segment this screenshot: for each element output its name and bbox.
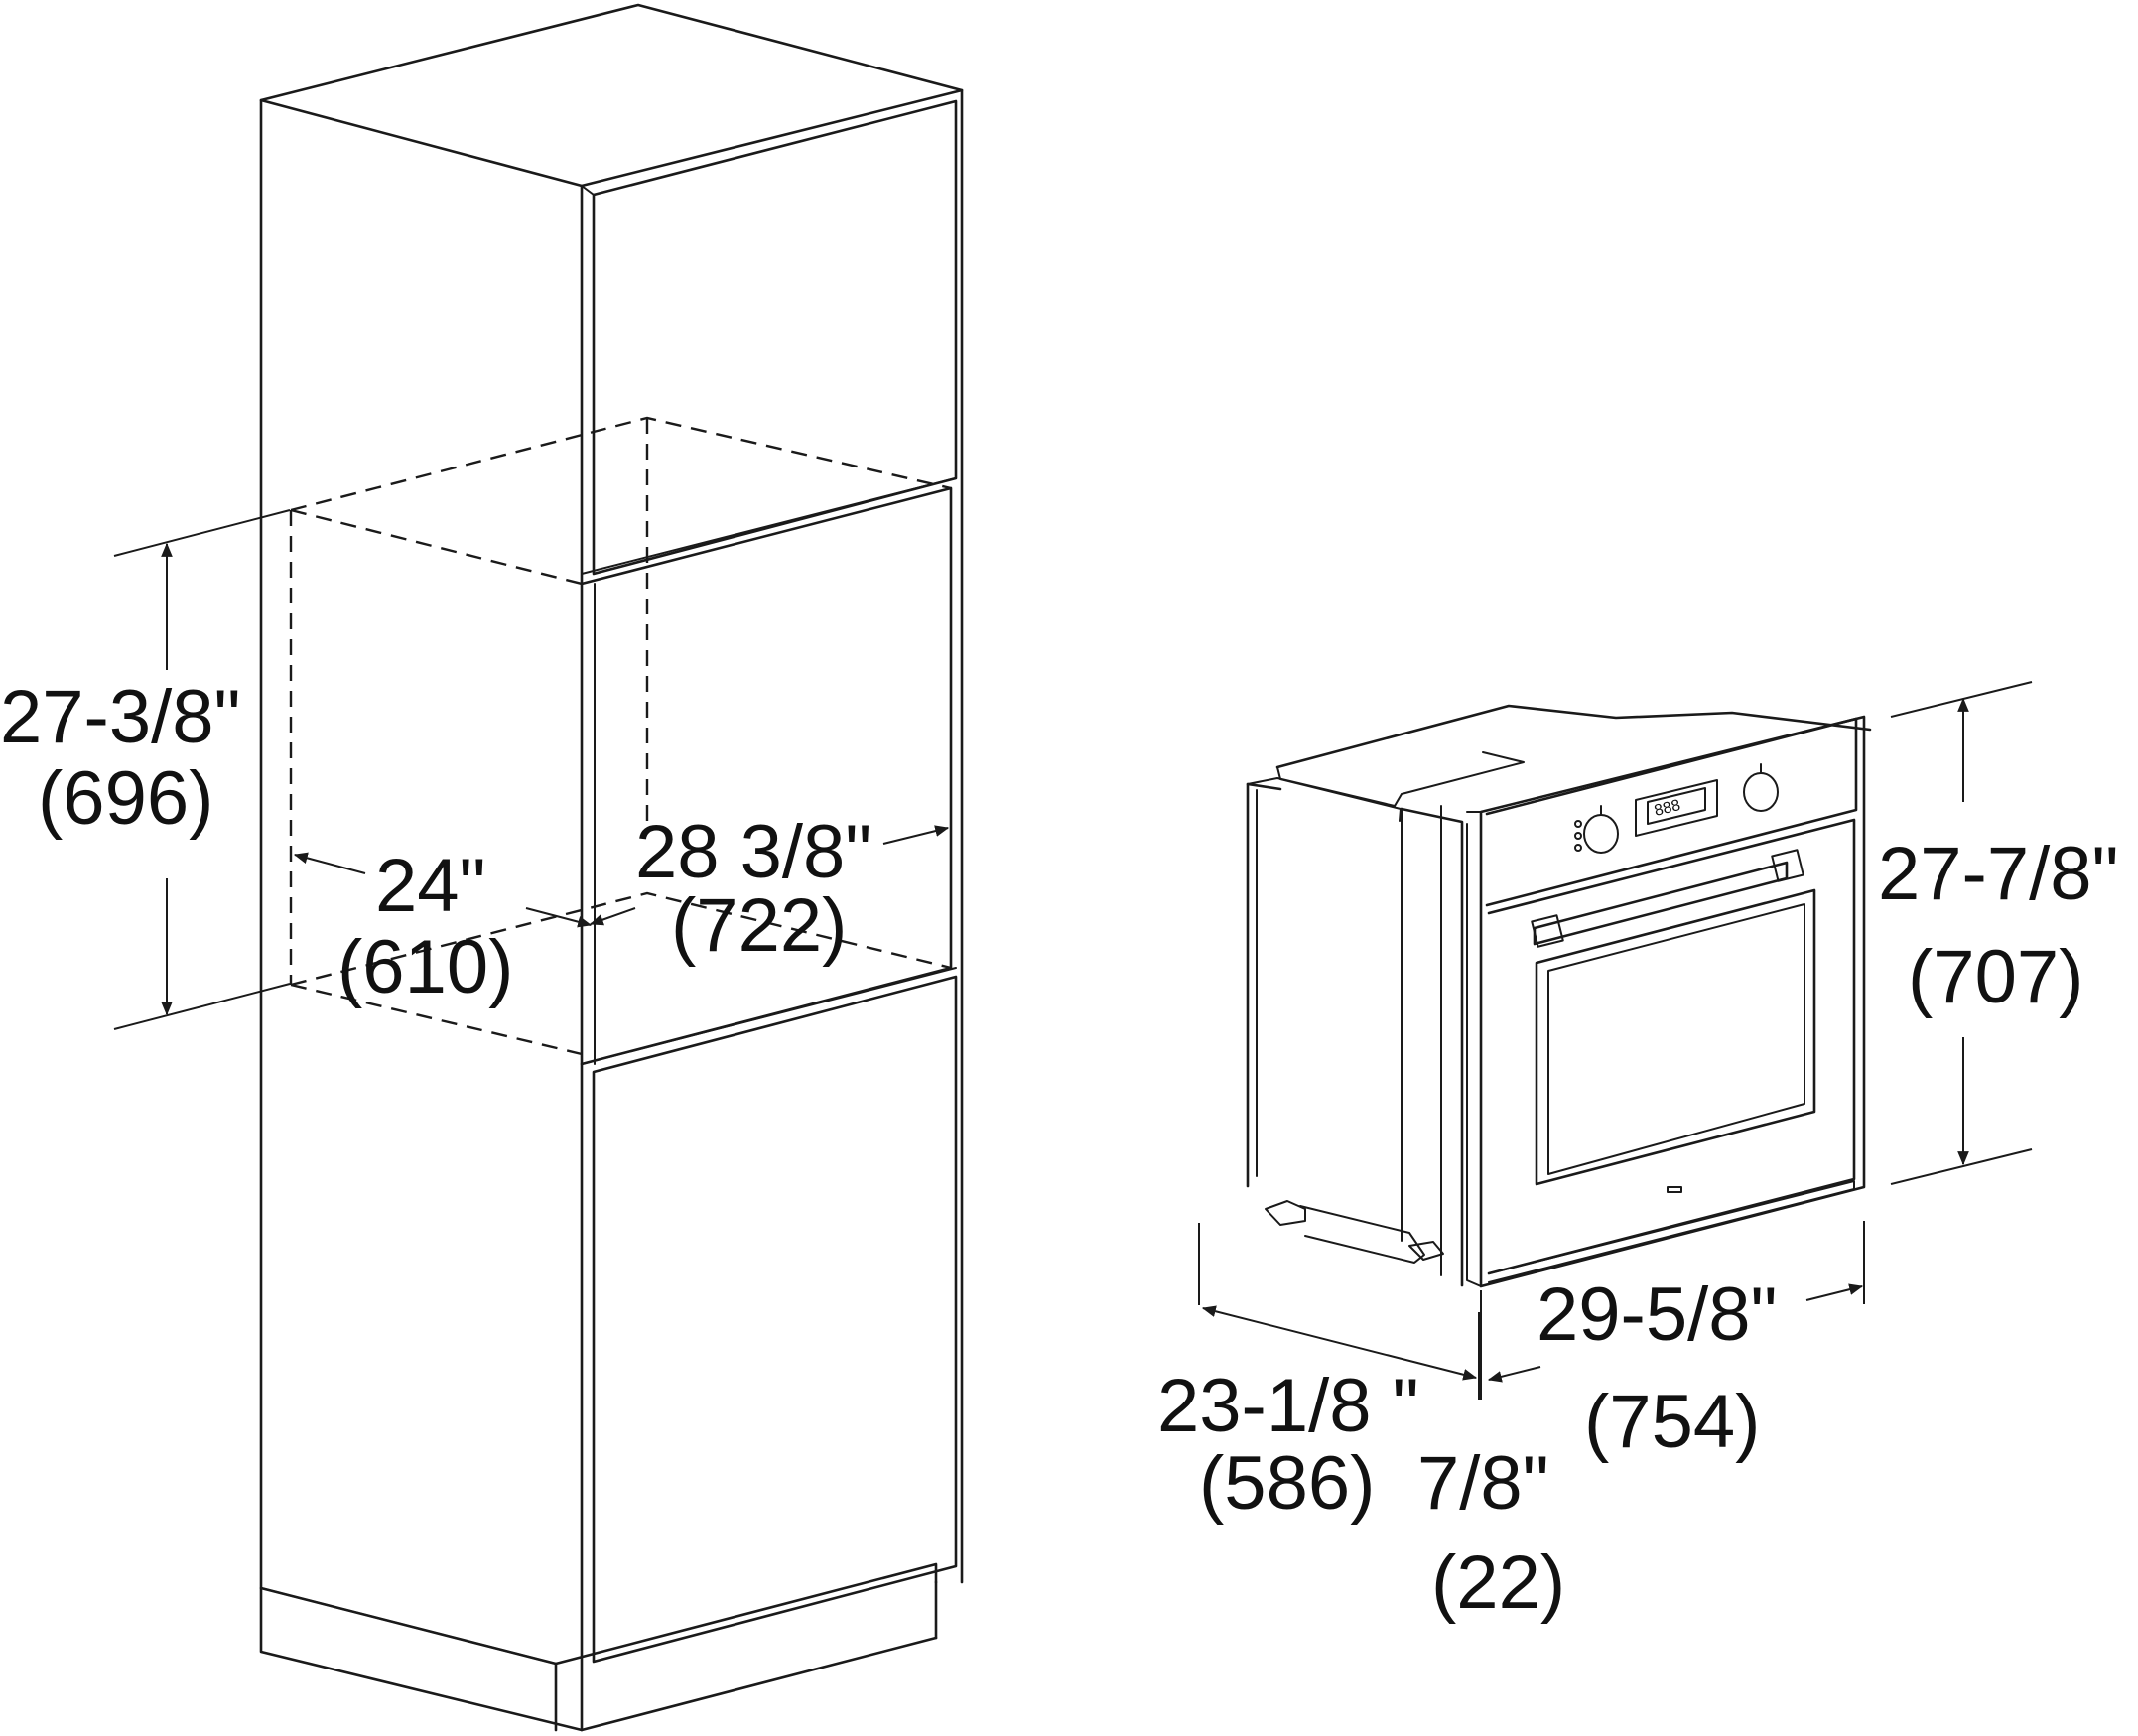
oven-width-imperial: 29-5/8" — [1537, 1272, 1777, 1357]
oven-width-metric: (754) — [1584, 1380, 1760, 1464]
cabinet-labels: 27-3/8" (696) 24" (610) 28 3/8" (722) — [0, 675, 871, 1009]
cutout-width-metric: (610) — [337, 925, 513, 1009]
svg-text:888: 888 — [1653, 797, 1682, 820]
front-offset-metric: (22) — [1431, 1540, 1565, 1625]
oven-dimension-lines — [1198, 681, 2033, 1400]
oven-height-metric: (707) — [1908, 935, 2083, 1019]
oven-labels: 27-7/8" (707) 29-5/8" (754) 23-1/8 " (58… — [1157, 832, 2118, 1625]
cutout-depth-metric: (722) — [671, 883, 847, 968]
oven-depth-imperial: 23-1/8 " — [1157, 1364, 1419, 1448]
cabinet-dimension-lines — [113, 509, 950, 1030]
cutout-width-imperial: 24" — [375, 844, 486, 928]
cutout-height-metric: (696) — [38, 756, 213, 841]
front-offset-imperial: 7/8" — [1417, 1441, 1549, 1526]
cabinet-drawing — [259, 3, 964, 1732]
cutout-height-imperial: 27-3/8" — [0, 675, 240, 759]
oven-height-imperial: 27-7/8" — [1878, 832, 2118, 916]
oven-depth-metric: (586) — [1199, 1441, 1375, 1526]
oven-drawing: 888 — [1246, 704, 1872, 1288]
cutout-depth-imperial: 28 3/8" — [635, 810, 871, 894]
